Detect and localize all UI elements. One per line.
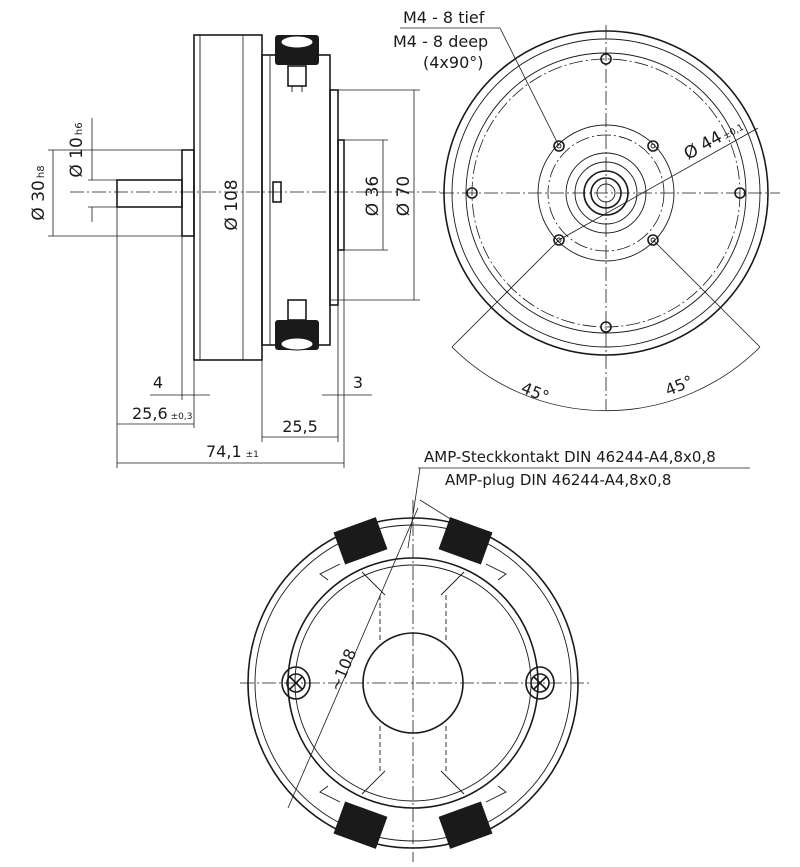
dim-body-length: 25,5: [282, 417, 318, 436]
connector-rear: [438, 801, 493, 849]
angle-left: 45°: [519, 378, 552, 406]
thread-note-de: M4 - 8 tief: [403, 8, 485, 27]
dim-body-diameter: Ø 70: [394, 176, 414, 216]
threaded-hole: [553, 234, 565, 246]
thread-note-count: (4x90°): [423, 53, 484, 72]
angle-right: 45°: [662, 371, 695, 399]
threaded-hole: [553, 140, 565, 152]
dim-flange-diameter: Ø 108: [222, 179, 242, 230]
dim-pilot-diameter: Ø 30h8: [29, 165, 49, 220]
dim-hub-length: 3: [353, 373, 363, 392]
thread-note-en: M4 - 8 deep: [393, 32, 488, 51]
dim-hub-diameter: Ø 36: [363, 176, 383, 216]
dim-approx-diameter: ~108: [326, 646, 361, 694]
connector-top: [275, 35, 319, 92]
dim-shaft-diameter: Ø 10h6: [67, 122, 87, 177]
plug-note-en: AMP-plug DIN 46244-A4,8x0,8: [445, 471, 671, 489]
connector-rear: [333, 801, 388, 849]
rear-view: AMP-Steckkontakt DIN 46244-A4,8x0,8 AMP-…: [240, 448, 750, 862]
connector-bottom: [275, 299, 319, 351]
side-view: Ø 10h6 Ø 30h8 Ø 108 Ø 36 Ø 70 4: [29, 34, 440, 468]
dim-overall-length: 74,1±1: [206, 442, 259, 461]
front-view: M4 - 8 tief M4 - 8 deep (4x90°) Ø 44±0,1…: [393, 8, 780, 412]
connector-rear: [438, 517, 493, 565]
dim-pilot-length: 4: [153, 373, 163, 392]
screw-left: [281, 666, 311, 700]
plug-note-de: AMP-Steckkontakt DIN 46244-A4,8x0,8: [424, 448, 716, 466]
dim-shaft-length: 25,6±0,3: [132, 404, 192, 423]
screw-right: [525, 666, 555, 700]
threaded-hole: [647, 140, 659, 152]
connector-rear: [333, 517, 388, 565]
threaded-hole: [647, 234, 659, 246]
